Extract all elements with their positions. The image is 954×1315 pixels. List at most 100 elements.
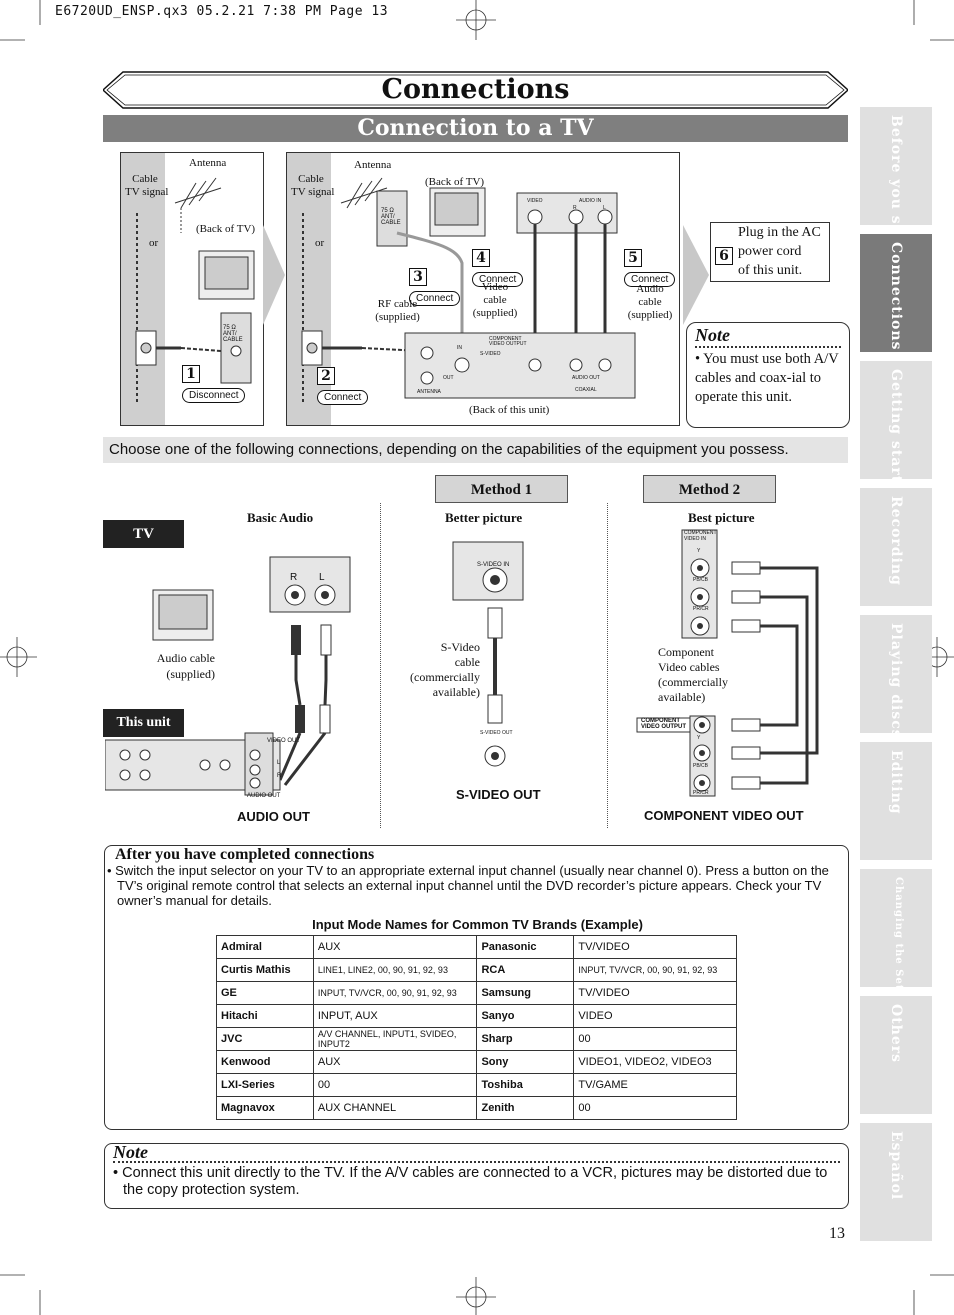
- jack-r-label: R: [290, 572, 298, 583]
- note-box-1: Note • You must use both A/V cables and …: [686, 322, 850, 428]
- separator-1: [380, 503, 381, 828]
- brand-cell: JVC: [216, 1027, 314, 1051]
- method-2-label: Method 2: [643, 475, 776, 503]
- brand-cell: Curtis Mathis: [216, 958, 314, 982]
- page-number: 13: [829, 1225, 845, 1242]
- note-2-title: Note: [113, 1142, 148, 1162]
- unit-r-label: R: [277, 773, 282, 779]
- unit-jack-coaxial: COAXIAL: [575, 387, 597, 393]
- unit-audio-out-small-label: AUDIO OUT: [247, 793, 281, 799]
- input-mode-cell: AUX: [312, 935, 478, 959]
- component-out-pr: PR/CR: [693, 790, 709, 796]
- step-6-box: 6 Plug in the AC power cord of this unit…: [710, 222, 830, 282]
- unit-jack-out: OUT: [443, 375, 454, 381]
- step-4: 4 Connect: [472, 247, 524, 287]
- brand-cell: Magnavox: [216, 1096, 314, 1120]
- unit-l-label: L: [277, 760, 281, 766]
- better-picture-heading: Better picture: [445, 510, 523, 525]
- input-mode-cell: 00: [312, 1073, 478, 1097]
- side-tab-2[interactable]: Getting started: [860, 361, 932, 479]
- step-2-number: 2: [317, 367, 335, 385]
- side-tab-0[interactable]: Before you start: [860, 107, 932, 225]
- unit-jack-in: IN: [457, 345, 462, 351]
- brand-cell: GE: [216, 981, 314, 1005]
- input-mode-cell: INPUT, TV/VCR, 00, 90, 91, 92, 93: [573, 958, 737, 982]
- page-title: Connections: [381, 74, 570, 105]
- side-tab-8[interactable]: Español: [860, 1123, 932, 1241]
- step-1: 1 Disconnect: [182, 363, 263, 403]
- input-mode-cell: A/V CHANNEL, INPUT1, SVIDEO, INPUT2: [312, 1027, 478, 1051]
- side-tab-label: Editing: [888, 750, 904, 815]
- ant-cable-jack-label: 75 Ω ANT/ CABLE: [223, 325, 243, 343]
- svideo-out-small-label: S-VIDEO OUT: [480, 730, 513, 736]
- section-title: Connection to a TV: [103, 115, 848, 142]
- unit-jack-svideo: S-VIDEO: [480, 351, 501, 357]
- input-mode-cell: INPUT, AUX: [312, 1004, 478, 1028]
- this-unit-tag: This unit: [103, 709, 184, 737]
- input-mode-cell: AUX: [312, 1050, 478, 1074]
- note-1-divider: [695, 346, 841, 348]
- unit-video-out-label: VIDEO OUT: [267, 738, 301, 744]
- side-tab-label: Playing discs: [888, 623, 904, 733]
- note-1-text: • You must use both A/V cables and coax-…: [695, 351, 839, 405]
- svideo-cable-label: S-Video cable (commercially available): [410, 640, 480, 699]
- basic-audio-heading: Basic Audio: [247, 510, 314, 525]
- side-tab-label: Others: [888, 1004, 904, 1064]
- step-6-number: 6: [715, 247, 733, 265]
- brand-cell: LXI-Series: [216, 1073, 314, 1097]
- side-tab-4[interactable]: Playing discs: [860, 615, 932, 733]
- component-out-y: Y: [697, 735, 701, 741]
- or-label-2: or: [315, 237, 325, 249]
- side-tab-6[interactable]: Changing the Setting menu: [860, 869, 932, 987]
- note-box-2: Note • Connect this unit directly to the…: [104, 1142, 849, 1209]
- tv-jack-audio-in: AUDIO IN: [579, 198, 602, 204]
- step-2-label: Connect: [317, 390, 369, 405]
- input-mode-cell: INPUT, TV/VCR, 00, 90, 91, 92, 93: [312, 981, 478, 1005]
- choose-connection-bar: Choose one of the following connections,…: [103, 437, 848, 463]
- side-tab-label: Changing the Setting menu: [893, 877, 904, 987]
- side-tab-label: Connections: [888, 242, 904, 351]
- input-mode-cell: VIDEO1, VIDEO2, VIDEO3: [573, 1050, 737, 1074]
- audio-out-label: AUDIO OUT: [237, 809, 310, 824]
- step-2: 2 Connect: [317, 365, 369, 405]
- back-of-tv-label-2: (Back of TV): [425, 176, 485, 188]
- tv-tag: TV: [103, 520, 184, 548]
- back-of-tv-label: (Back of TV): [196, 223, 256, 235]
- side-tab-5[interactable]: Editing: [860, 742, 932, 860]
- title-banner-shape: [103, 71, 848, 109]
- unit-jack-audio-out: AUDIO OUT: [572, 375, 600, 381]
- video-cable-label: Video cable (supplied): [472, 281, 518, 319]
- brand-cell: Samsung: [476, 981, 575, 1005]
- side-tab-label: Recording: [888, 496, 904, 586]
- side-tab-label: Español: [888, 1131, 904, 1201]
- tv-jack-video: VIDEO: [527, 198, 543, 204]
- disconnect-label: Disconnect: [182, 388, 246, 403]
- input-mode-cell: 00: [573, 1027, 737, 1051]
- separator-2: [607, 503, 608, 828]
- component-in-label: COMPONENT VIDEO IN: [684, 530, 717, 542]
- best-picture-heading: Best picture: [688, 510, 755, 525]
- component-in-y: Y: [697, 548, 701, 554]
- brand-cell: Sony: [476, 1050, 575, 1074]
- side-tab-1[interactable]: Connections: [860, 234, 932, 352]
- step-3: 3 Connect: [409, 266, 461, 306]
- or-label: or: [149, 237, 159, 249]
- diagram-disconnect: Cable TV signal Antenna or (Back of TV) …: [120, 152, 264, 426]
- step-6-text: Plug in the AC power cord of this unit.: [738, 225, 821, 278]
- input-mode-cell: VIDEO: [573, 1004, 737, 1028]
- diagram-disconnect-art: [121, 153, 255, 425]
- input-mode-cell: LINE1, LINE2, 00, 90, 91, 92, 93: [312, 958, 478, 982]
- component-art: [636, 529, 819, 797]
- side-tab-7[interactable]: Others: [860, 996, 932, 1114]
- print-header: E6720UD_ENSP.qx3 05.2.21 7:38 PM Page 13: [55, 4, 389, 19]
- unit-jack-component: COMPONENT VIDEO OUTPUT: [489, 336, 527, 347]
- input-mode-cell: TV/VIDEO: [573, 935, 737, 959]
- antenna-label-2: Antenna: [354, 159, 392, 171]
- side-tab-3[interactable]: Recording: [860, 488, 932, 606]
